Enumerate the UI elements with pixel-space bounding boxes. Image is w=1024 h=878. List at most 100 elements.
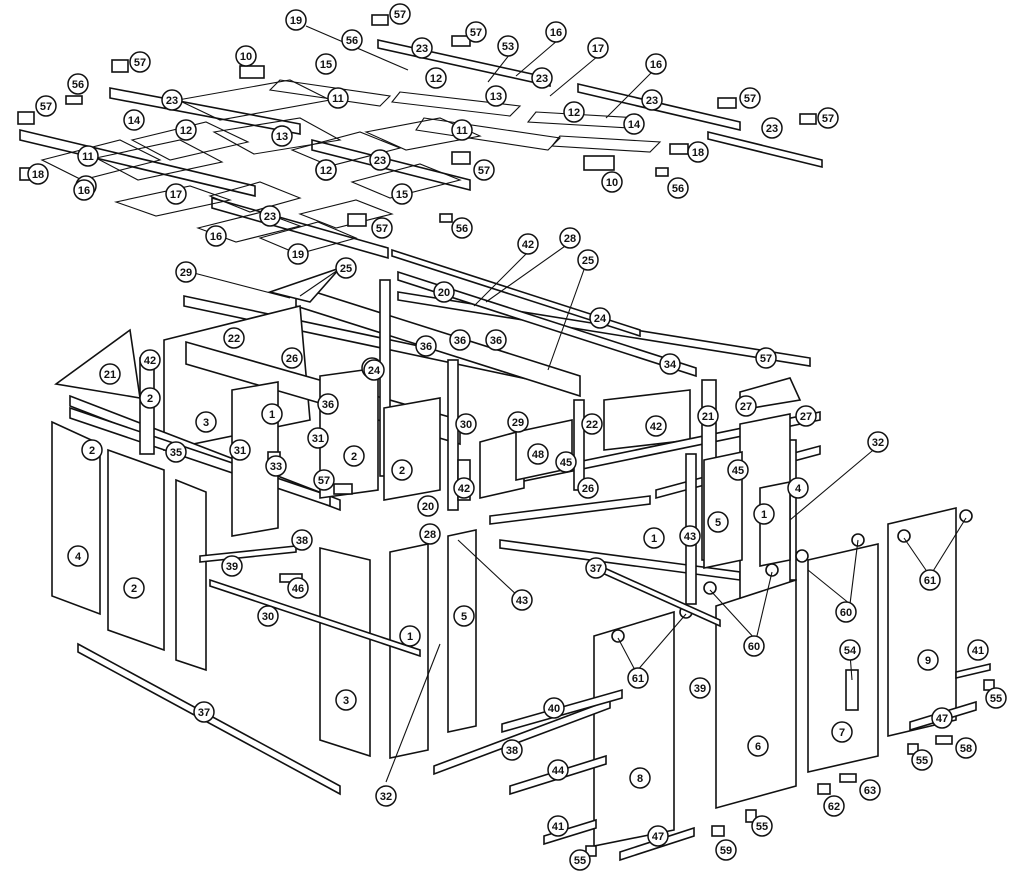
callout-number: 4 bbox=[75, 551, 82, 563]
roof-bracket bbox=[439, 213, 453, 223]
part-callout: 42 bbox=[517, 233, 539, 255]
callout-number: 24 bbox=[368, 365, 381, 377]
callout-number: 30 bbox=[460, 419, 472, 431]
part-callout: 14 bbox=[123, 109, 145, 131]
callout-number: 23 bbox=[166, 95, 178, 107]
callout-number: 56 bbox=[346, 35, 358, 47]
callout-number: 40 bbox=[548, 703, 560, 715]
callout-circle bbox=[193, 701, 215, 723]
leader-line bbox=[473, 249, 531, 307]
callout-number: 35 bbox=[170, 447, 182, 459]
callout-number: 42 bbox=[458, 483, 470, 495]
part-callout: 19 bbox=[285, 9, 307, 31]
part-callout: 23 bbox=[411, 37, 433, 59]
callout-circle bbox=[751, 815, 773, 837]
callout-circle bbox=[35, 95, 57, 117]
part-callout: 45 bbox=[727, 459, 749, 481]
fitting bbox=[935, 735, 953, 745]
callout-number: 23 bbox=[536, 73, 548, 85]
callout-number: 16 bbox=[650, 59, 662, 71]
callout-circle bbox=[363, 359, 385, 381]
roof-panel bbox=[40, 139, 162, 181]
callout-number: 36 bbox=[490, 335, 502, 347]
roof-channel bbox=[311, 138, 471, 192]
callout-circle bbox=[343, 445, 365, 467]
callout-circle bbox=[399, 625, 421, 647]
part-callout: 47 bbox=[931, 707, 953, 729]
part-callout: 26 bbox=[281, 347, 303, 369]
door-panel bbox=[593, 610, 675, 847]
part-callout: 57 bbox=[817, 107, 839, 129]
callout-number: 17 bbox=[592, 43, 604, 55]
callout-number: 54 bbox=[844, 645, 857, 657]
callout-number: 4 bbox=[795, 483, 802, 495]
callout-circle bbox=[285, 9, 307, 31]
callout-circle bbox=[259, 205, 281, 227]
part-callout: 42 bbox=[453, 477, 475, 499]
callout-circle bbox=[453, 477, 475, 499]
callout-circle bbox=[955, 737, 977, 759]
part-callout: 23 bbox=[641, 89, 663, 111]
part-callout: 42 bbox=[645, 415, 667, 437]
part-callout: 55 bbox=[569, 849, 591, 871]
part-callout: 57 bbox=[35, 95, 57, 117]
callout-number: 9 bbox=[925, 655, 931, 667]
callout-number: 26 bbox=[286, 353, 298, 365]
part-callout: 31 bbox=[229, 439, 251, 461]
callout-circle bbox=[667, 177, 689, 199]
callout-circle bbox=[547, 815, 569, 837]
part-callout: 43 bbox=[679, 525, 701, 547]
part-callout: 23 bbox=[761, 117, 783, 139]
part-callout: 12 bbox=[315, 159, 337, 181]
roof-panel bbox=[390, 91, 522, 117]
callout-number: 1 bbox=[407, 631, 413, 643]
top-rail bbox=[397, 270, 697, 378]
callout-circle bbox=[755, 347, 777, 369]
callout-number: 57 bbox=[744, 93, 756, 105]
callout-number: 23 bbox=[374, 155, 386, 167]
callout-number: 38 bbox=[506, 745, 518, 757]
door-roller bbox=[703, 581, 717, 595]
callout-number: 7 bbox=[839, 727, 845, 739]
callout-number: 57 bbox=[376, 223, 388, 235]
callout-number: 27 bbox=[800, 411, 812, 423]
callout-number: 21 bbox=[702, 411, 714, 423]
callout-circle bbox=[587, 37, 609, 59]
callout-circle bbox=[659, 353, 681, 375]
callout-number: 62 bbox=[828, 801, 840, 813]
callout-circle bbox=[327, 87, 349, 109]
callout-number: 16 bbox=[550, 27, 562, 39]
leader-line bbox=[547, 263, 587, 371]
callout-circle bbox=[139, 387, 161, 409]
leader-line bbox=[755, 571, 773, 641]
callout-number: 2 bbox=[131, 583, 137, 595]
part-callout: 21 bbox=[697, 405, 719, 427]
callout-circle bbox=[795, 405, 817, 427]
callout-number: 58 bbox=[960, 743, 972, 755]
callout-number: 16 bbox=[78, 185, 90, 197]
callout-number: 61 bbox=[924, 575, 936, 587]
callout-circle bbox=[453, 605, 475, 627]
callout-number: 26 bbox=[582, 483, 594, 495]
callout-number: 1 bbox=[651, 533, 657, 545]
roof-bracket bbox=[239, 65, 265, 79]
callout-number: 39 bbox=[694, 683, 706, 695]
callout-number: 15 bbox=[396, 189, 408, 201]
part-callout: 42 bbox=[139, 349, 161, 371]
leader-line bbox=[929, 517, 967, 577]
callout-number: 13 bbox=[276, 131, 288, 143]
callout-number: 23 bbox=[646, 95, 658, 107]
wall-panel bbox=[51, 420, 101, 616]
leader-line bbox=[487, 53, 511, 83]
part-callout: 39 bbox=[221, 555, 243, 577]
part-callout: 3 bbox=[195, 411, 217, 433]
callout-circle bbox=[335, 689, 357, 711]
callout-number: 10 bbox=[606, 177, 618, 189]
callout-circle bbox=[545, 21, 567, 43]
part-callout: 36 bbox=[485, 329, 507, 351]
callout-circle bbox=[451, 119, 473, 141]
part-callout: 4 bbox=[67, 545, 89, 567]
roof-panel bbox=[415, 117, 562, 151]
part-callout: 19 bbox=[287, 243, 309, 265]
